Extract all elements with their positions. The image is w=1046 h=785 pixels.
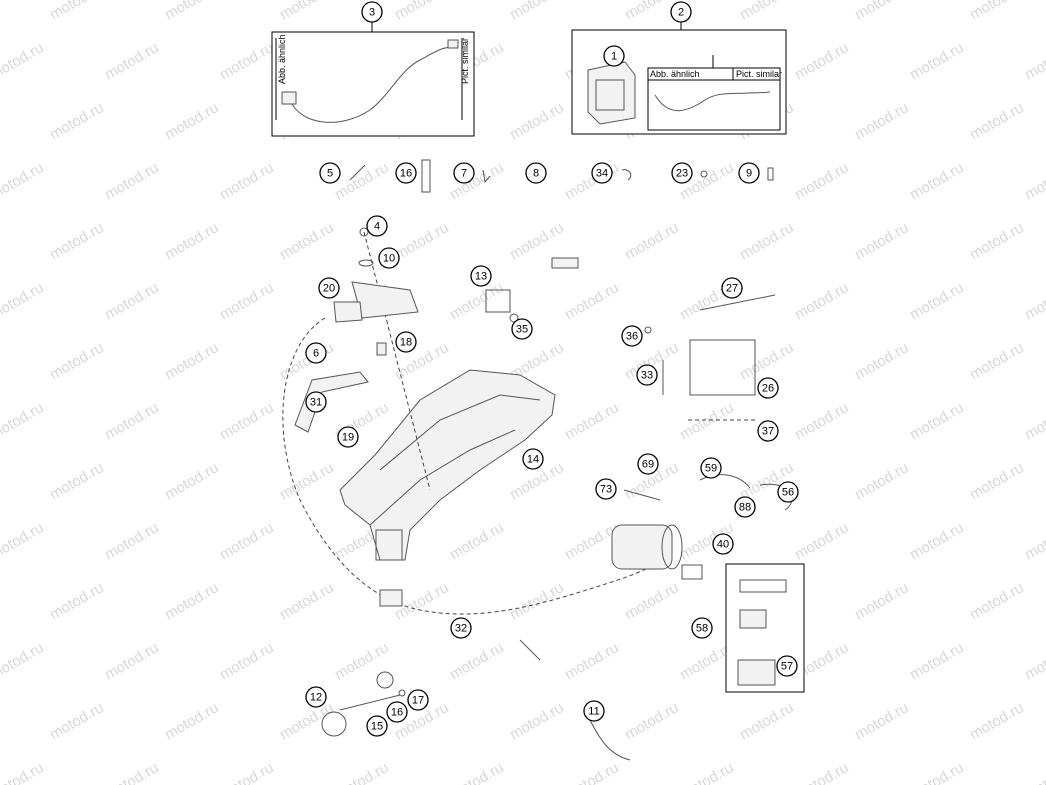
callout-1: 1: [603, 45, 625, 67]
callout-32: 32: [450, 617, 472, 639]
callout-35: 35: [511, 318, 533, 340]
callout-label: 3: [369, 7, 375, 19]
callout-label: 8: [533, 168, 539, 180]
callout-label: 73: [600, 484, 612, 496]
callout-9: 9: [738, 162, 760, 184]
callout-label: 19: [342, 432, 354, 444]
callout-label: 5: [327, 168, 333, 180]
callout-8: 8: [525, 162, 547, 184]
callout-88: 88: [734, 496, 756, 518]
callout-label: 6: [313, 348, 319, 360]
callout-label: 36: [626, 331, 638, 343]
callout-label: 16: [391, 707, 403, 719]
callout-57: 57: [776, 655, 798, 677]
callout-label: 32: [455, 623, 467, 635]
wiring-part: [654, 91, 771, 112]
callout-3: 3: [361, 1, 383, 23]
callout-12: 12: [305, 686, 327, 708]
callout-4: 4: [366, 215, 388, 237]
callout-40: 40: [712, 533, 734, 555]
cover-part: [351, 281, 419, 319]
callout-label: 13: [475, 271, 487, 283]
battery-part: [689, 339, 756, 396]
grille-part: [485, 289, 511, 313]
rear-subframe-part: [339, 369, 556, 561]
callout-16: 16: [386, 701, 408, 723]
inset-box-2: Abb. ähnlich Pict. similar: [571, 20, 787, 135]
callout-73: 73: [595, 478, 617, 500]
callout-7: 7: [453, 162, 475, 184]
callout-label: 20: [323, 283, 335, 295]
callout-10: 10: [378, 247, 400, 269]
callout-label: 10: [383, 253, 395, 265]
callout-label: 12: [310, 692, 322, 704]
callout-17: 17: [407, 689, 429, 711]
connector-part: [447, 39, 459, 49]
callout-label: 26: [762, 383, 774, 395]
callout-label: 88: [739, 502, 751, 514]
callout-label: 15: [371, 721, 383, 733]
callout-label: 16: [400, 168, 412, 180]
callout-label: 59: [705, 463, 717, 475]
callout-18: 18: [395, 331, 417, 353]
callout-label: 56: [782, 487, 794, 499]
callout-31: 31: [305, 391, 327, 413]
callout-label: 57: [781, 661, 793, 673]
callout-23: 23: [671, 162, 693, 184]
callout-label: 33: [641, 370, 653, 382]
inset2-label-en: Pict. similar: [736, 69, 782, 79]
callout-label: 2: [678, 7, 684, 19]
small-parts-row: [349, 159, 774, 193]
callout-15: 15: [366, 715, 388, 737]
callout-16: 16: [395, 162, 417, 184]
callout-6: 6: [305, 342, 327, 364]
callout-label: 7: [461, 168, 467, 180]
callout-label: 14: [527, 454, 539, 466]
callout-label: 4: [374, 221, 380, 233]
callout-2: 2: [670, 1, 692, 23]
callout-label: 17: [412, 695, 424, 707]
callout-label: 69: [642, 459, 654, 471]
bracket-part: [294, 371, 369, 433]
callout-13: 13: [470, 265, 492, 287]
starter-motor-part: [611, 524, 703, 580]
callout-5: 5: [319, 162, 341, 184]
callout-label: 35: [516, 324, 528, 336]
callout-58: 58: [691, 617, 713, 639]
inset-box-3: Abb. ähnlich Pict. similar: [271, 20, 475, 137]
horn-part: [321, 711, 347, 737]
callout-34: 34: [591, 162, 613, 184]
callout-label: 9: [746, 168, 752, 180]
callout-label: 34: [596, 168, 608, 180]
callout-36: 36: [621, 325, 643, 347]
cable-harness-part: [289, 46, 456, 123]
callout-69: 69: [637, 453, 659, 475]
callout-label: 23: [676, 168, 688, 180]
callout-20: 20: [318, 277, 340, 299]
callout-label: 18: [400, 337, 412, 349]
callout-label: 27: [726, 283, 738, 295]
callout-26: 26: [757, 377, 779, 399]
connector-part: [281, 91, 297, 105]
callout-label: 40: [717, 539, 729, 551]
control-unit-part: [587, 61, 636, 125]
callout-59: 59: [700, 457, 722, 479]
inset3-label-en: Pict. similar: [460, 38, 470, 84]
callout-27: 27: [721, 277, 743, 299]
callout-14: 14: [522, 448, 544, 470]
callout-11: 11: [583, 700, 605, 722]
callout-label: 11: [588, 706, 599, 718]
callout-56: 56: [777, 481, 799, 503]
callout-37: 37: [757, 420, 779, 442]
callout-label: 31: [310, 397, 322, 409]
callout-label: 1: [611, 51, 617, 63]
inset3-label-de: Abb. ähnlich: [277, 34, 287, 84]
callout-33: 33: [636, 364, 658, 386]
callout-label: 58: [696, 623, 708, 635]
callout-label: 37: [762, 426, 774, 438]
callout-19: 19: [337, 426, 359, 448]
inset2-label-de: Abb. ähnlich: [650, 69, 700, 79]
